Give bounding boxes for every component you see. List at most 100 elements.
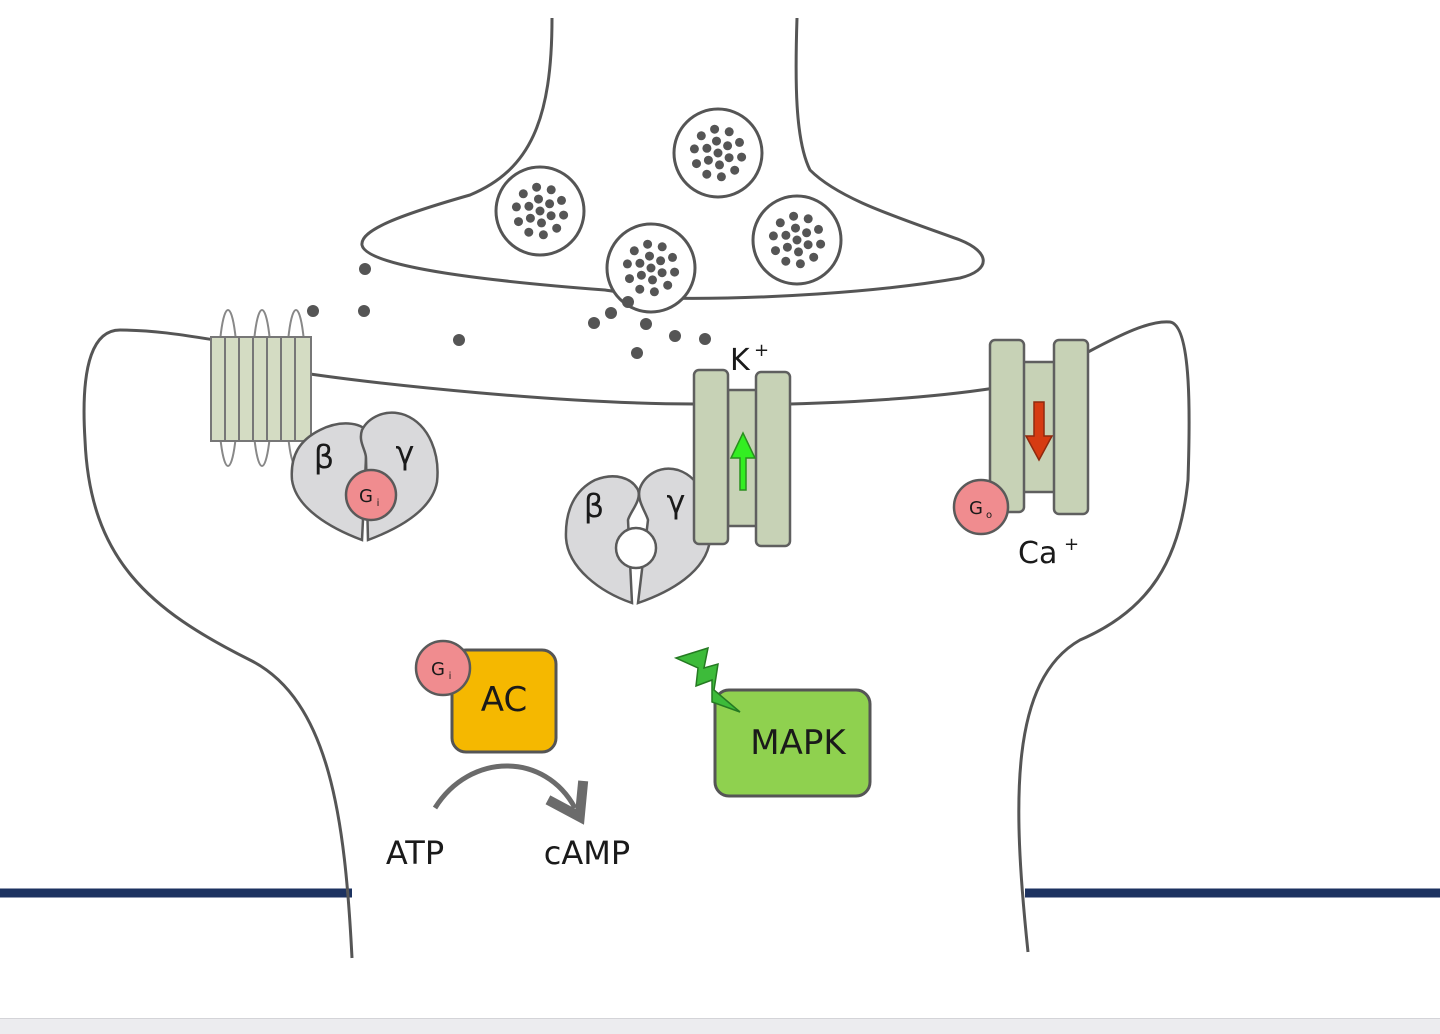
vesicle — [751, 194, 843, 286]
neurotransmitter-dot — [625, 274, 634, 284]
vesicle — [672, 107, 764, 199]
neurotransmitter-dot — [552, 223, 562, 233]
neurotransmitter-dot — [814, 224, 823, 234]
neurotransmitter-dot — [635, 284, 645, 294]
neurotransmitter-dot — [649, 287, 659, 297]
neurotransmitter-dot — [713, 148, 723, 158]
neurotransmitter-dot — [518, 189, 528, 199]
lightning-icon — [673, 646, 741, 713]
neurotransmitter-dot — [771, 246, 780, 256]
neurotransmitter-dot — [723, 141, 733, 151]
arrow-down-icon — [1024, 401, 1054, 462]
neurotransmitter-dot — [546, 185, 556, 195]
neurotransmitter-dot — [803, 214, 813, 224]
neurotransmitter-dot — [663, 280, 673, 290]
neurotransmitter-dot — [648, 275, 657, 285]
neurotransmitter-dot — [535, 206, 545, 216]
neurotransmitter-dot — [534, 194, 543, 204]
neurotransmitter-dot — [692, 159, 701, 169]
neurotransmitter-dot — [710, 124, 720, 134]
neurotransmitter-dot — [791, 223, 800, 233]
neurotransmitter-dot — [537, 218, 546, 228]
neurotransmitter-dot — [524, 201, 534, 211]
adenylyl-cyclase: AC G i — [414, 639, 558, 754]
neurotransmitter-dot — [712, 136, 721, 146]
neurotransmitter-dot — [795, 259, 805, 269]
neurotransmitter-dot — [702, 169, 712, 179]
neurotransmitter-dot — [789, 211, 799, 221]
k-charge: + — [754, 340, 769, 361]
gi-subunit — [344, 468, 398, 522]
k-channel: K + — [692, 340, 792, 548]
ca-charge: + — [1064, 534, 1079, 555]
neurotransmitter-dot — [657, 242, 667, 252]
neurotransmitter-dot — [737, 152, 747, 162]
neurotransmitter-dot — [643, 239, 653, 249]
go-letter: G — [969, 498, 983, 519]
neurotransmitter-dot — [629, 246, 639, 256]
neurotransmitter-dot — [703, 155, 713, 165]
neurotransmitter-dot — [525, 213, 535, 223]
neurotransmitter-dot — [656, 256, 666, 266]
neurotransmitter-dot — [768, 231, 778, 241]
neurotransmitter-dot — [514, 217, 523, 227]
neurotransmitter-dot — [715, 160, 724, 170]
neurotransmitter-dot — [670, 267, 680, 277]
atp-label: ATP — [386, 834, 444, 872]
g-protein-complex-1: β γ G i — [290, 411, 439, 542]
neurotransmitter-dot — [696, 131, 706, 141]
neurotransmitter-dot — [724, 127, 734, 137]
window-bottom-strip — [0, 1018, 1440, 1034]
postsynaptic-cell — [82, 320, 1191, 959]
neurotransmitter-dot — [635, 258, 645, 268]
neurotransmitter-dot — [716, 172, 726, 182]
arrow-up-icon — [729, 431, 757, 491]
neurotransmitter-dot — [702, 143, 712, 153]
neurotransmitter-dot — [622, 259, 632, 269]
gi-letter: G — [359, 486, 373, 507]
gamma-label: γ — [396, 434, 415, 472]
ca-channel: G o Ca + — [952, 338, 1090, 571]
neurotransmitter-dot — [782, 242, 792, 252]
neurotransmitter-dot — [792, 235, 802, 245]
neurotransmitter-dot — [538, 230, 548, 240]
vesicle — [494, 165, 586, 257]
gamma-label: γ — [667, 483, 686, 521]
mapk-label: MAPK — [750, 723, 847, 763]
neurotransmitter-dot — [657, 268, 667, 278]
gi-subscript: i — [377, 498, 380, 509]
mapk: MAPK — [673, 646, 872, 798]
beta-label: β — [314, 438, 334, 476]
neurotransmitter-dot — [546, 211, 556, 221]
neurotransmitter-dot — [803, 240, 813, 250]
camp-label: cAMP — [544, 834, 630, 872]
neurotransmitter-dot — [532, 182, 542, 192]
neurotransmitter-dot — [781, 256, 791, 266]
go-subscript: o — [986, 510, 992, 521]
neurotransmitter-dot — [668, 252, 677, 262]
neurotransmitter-dot — [816, 239, 826, 249]
beta-label: β — [584, 487, 604, 525]
vesicle-fusing — [605, 222, 697, 314]
neurotransmitter-dot — [809, 252, 819, 262]
g-protein-complex-2: β γ — [564, 467, 712, 605]
neurotransmitter-dot — [636, 270, 646, 280]
ca-ion-label: Ca — [1018, 536, 1057, 571]
neurotransmitter-dot — [559, 210, 569, 220]
neurotransmitter-dot — [730, 165, 740, 175]
neurotransmitter-dot — [775, 218, 785, 228]
neurotransmitter-dot — [545, 199, 555, 209]
k-ion-label: K — [730, 343, 751, 378]
go-subunit — [952, 478, 1010, 536]
neurotransmitter-dot — [802, 228, 812, 238]
neurotransmitter-dot — [557, 195, 566, 205]
neurotransmitter-dot — [689, 144, 699, 154]
neurotransmitter-dot — [724, 153, 734, 163]
neurotransmitter-dot — [645, 251, 654, 261]
neurotransmitter-dot — [735, 137, 744, 147]
neurotransmitter-dot — [524, 227, 534, 237]
gpcr-receptor — [210, 309, 312, 467]
gi-subscript: i — [449, 671, 452, 682]
gi-letter: G — [431, 659, 445, 680]
